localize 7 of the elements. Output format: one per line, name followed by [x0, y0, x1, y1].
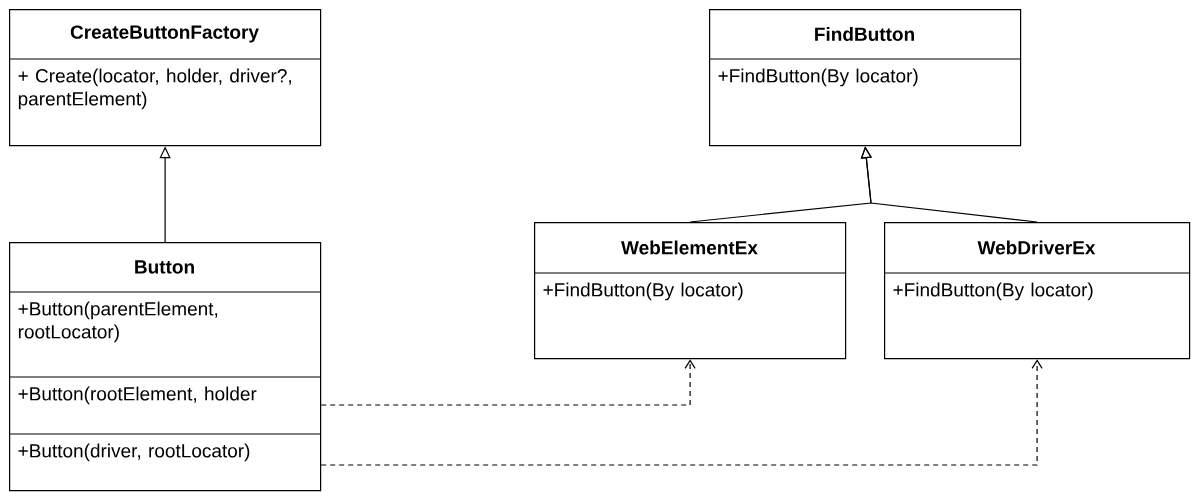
class-box: WebDriverEx +FindButton(By locator) [883, 222, 1191, 360]
dependency-arrow [320, 359, 1043, 466]
class-box: FindButton +FindButton(By locator) [708, 9, 1022, 147]
class-box: CreateButtonFactory + Create(locator, holder, driver?, parentElement) [8, 9, 322, 147]
dependency-arrow [320, 359, 696, 406]
class-box: WebElementEx +FindButton(By locator) [533, 222, 847, 360]
class-box: Button +Button(parentElement, rootLocator) +Button(rootElement, holder +Button(driver, rootLocator) [8, 242, 322, 492]
